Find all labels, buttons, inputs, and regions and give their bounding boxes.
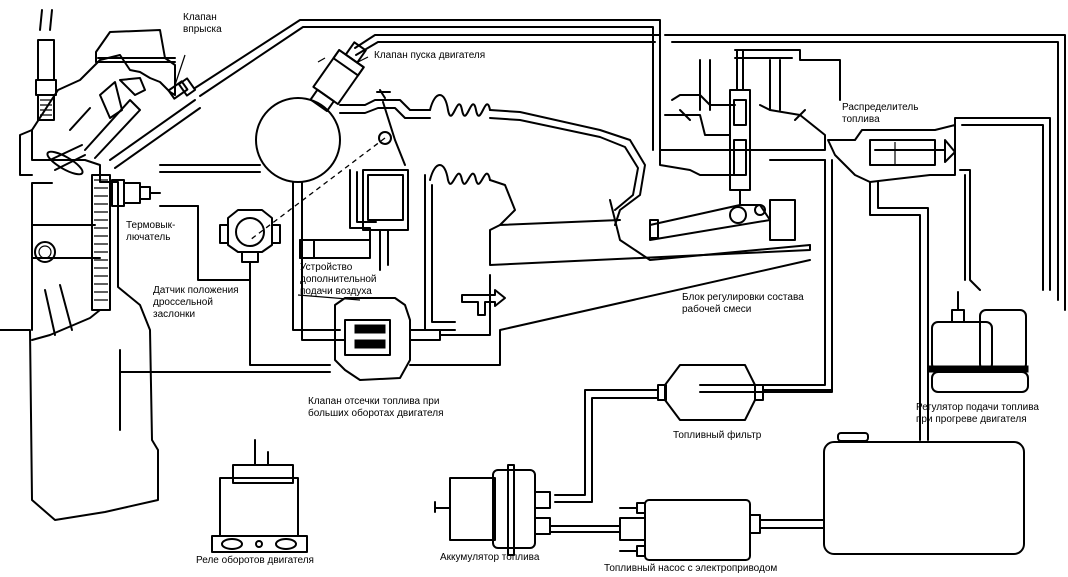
warmup-regulator	[927, 291, 1029, 393]
label-throttle-sensor: Датчик положения дроссельной заслонки	[153, 285, 239, 320]
aux-air-device	[299, 169, 409, 271]
label-cutoff-valve: Клапан отсечки топлива при больших оборо…	[308, 396, 444, 419]
label-aux-air-device: Устройство дополнительной подачи воздуха	[300, 262, 377, 297]
fuel-tank	[759, 432, 1025, 555]
fuel-distributor	[664, 34, 1066, 441]
mixture-control-unit	[609, 49, 841, 261]
label-thermoswitch: Термовык- лючатель	[126, 220, 176, 243]
fuel-accumulator	[434, 464, 621, 556]
thermoswitch	[111, 179, 161, 207]
label-fuel-filter: Топливный фильтр	[673, 430, 762, 441]
start-valve	[309, 41, 367, 113]
throttle-position-sensor	[159, 205, 331, 366]
label-injection-valve: Клапан впрыска	[183, 12, 222, 35]
fuel-filter	[554, 364, 833, 503]
label-fuel-pump: Топливный насос с электроприводом	[604, 563, 778, 574]
airflow-arrow	[461, 289, 506, 316]
intake-manifold	[159, 34, 811, 341]
label-start-valve: Клапан пуска двигателя	[374, 50, 486, 61]
label-mixture-control-unit: Блок регулировки состава рабочей смеси	[682, 292, 804, 315]
label-fuel-distributor: Распределитель топлива	[842, 102, 919, 125]
fuel-pump	[619, 499, 761, 561]
rpm-relay	[211, 439, 308, 553]
label-fuel-accumulator: Аккумулятор топлива	[440, 552, 540, 563]
label-rpm-relay: Реле оборотов двигателя	[196, 555, 314, 566]
injection-valve	[109, 19, 661, 169]
label-warmup-regulator: Регулятор подачи топлива при прогреве дв…	[916, 402, 1039, 425]
cutoff-valve	[119, 259, 811, 431]
engine-block	[0, 9, 176, 521]
